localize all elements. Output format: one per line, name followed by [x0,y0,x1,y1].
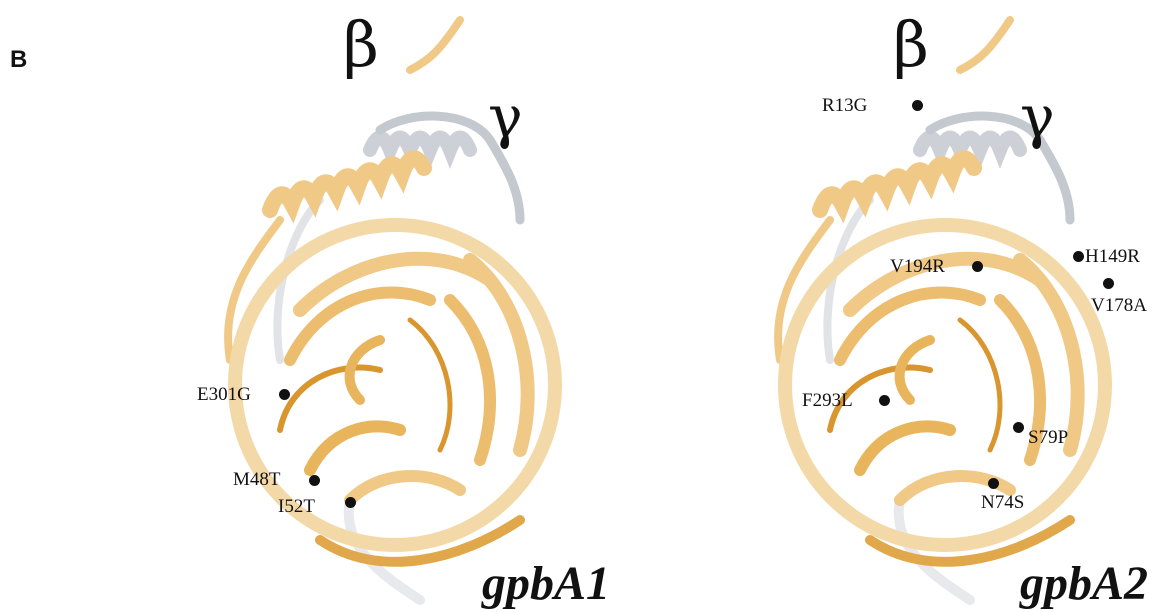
mutation-site-marker [972,261,983,272]
panel-label: B [10,46,27,74]
mutation-site-marker [912,100,923,111]
mutation-label-e301g: E301G [197,385,251,404]
mutation-site-marker [1103,278,1114,289]
gene-label-gpba1: gpbA1 [482,560,610,608]
ribbon-model-gpba2 [600,0,1160,612]
mutation-label-r13g: R13G [822,96,867,115]
structure-gpba1: β γ E301G M48T I52T gpbA1 [50,0,610,612]
beta-subunit-label: β [893,14,929,76]
ribbon-model-gpba1 [50,0,610,612]
mutation-site-marker [879,395,890,406]
mutation-label-v194r: V194R [890,257,945,276]
mutation-label-n74s: N74S [981,493,1024,512]
mutation-site-marker [1013,422,1024,433]
mutation-label-v178a: V178A [1091,296,1147,315]
beta-subunit-label: β [343,14,379,76]
mutation-label-f293l: F293L [802,391,853,410]
gene-label-gpba2: gpbA2 [1020,560,1148,608]
mutation-label-s79p: S79P [1028,428,1068,447]
mutation-label-i52t: I52T [278,497,315,516]
gamma-subunit-label: γ [1020,88,1055,146]
structure-gpba2: β γ R13G V194R H149R V178A F293L S79P N7… [600,0,1160,612]
mutation-site-marker [988,478,999,489]
mutation-label-h149r: H149R [1085,247,1140,266]
mutation-site-marker [1073,251,1084,262]
mutation-site-marker [345,497,356,508]
mutation-site-marker [279,389,290,400]
gamma-subunit-label: γ [488,88,523,146]
mutation-site-marker [309,475,320,486]
mutation-label-m48t: M48T [233,470,281,489]
